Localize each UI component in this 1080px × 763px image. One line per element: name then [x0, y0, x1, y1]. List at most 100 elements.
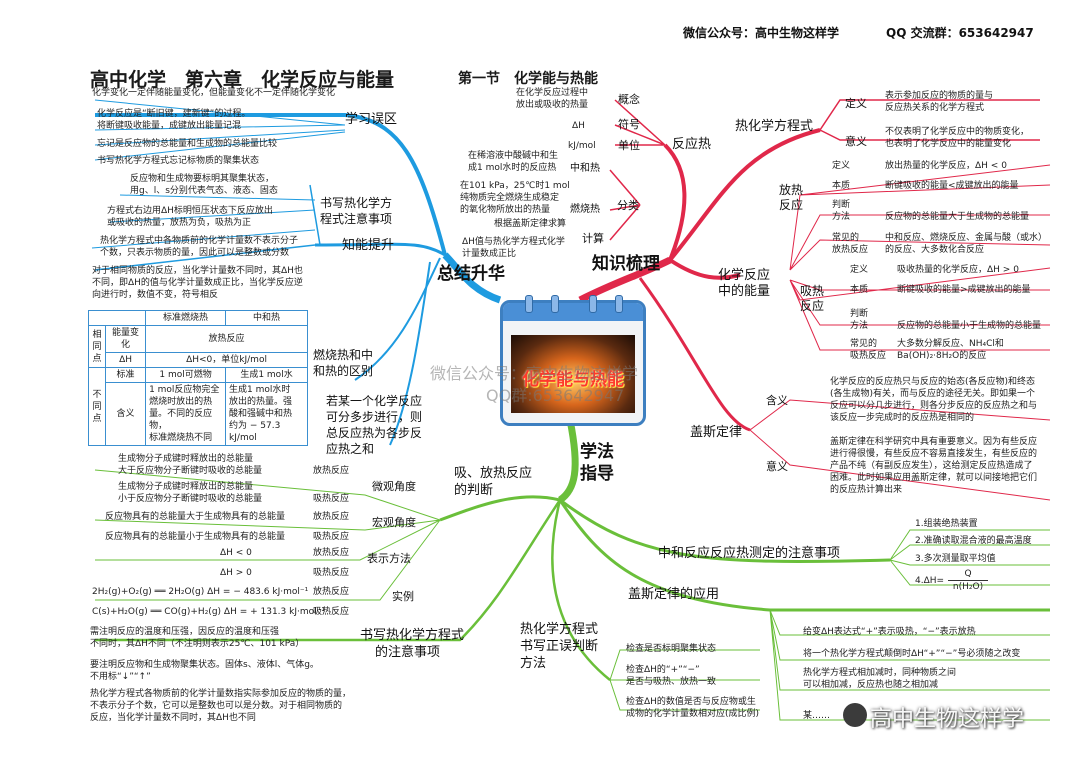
example-b-tag: 吸热反应 [313, 607, 350, 617]
symbol-text: ΔH [572, 121, 585, 131]
write-note: 不同时，其ΔH不同（不注明则表示25℃、101 kPa） [90, 639, 305, 649]
endo-def-label: 定义 [850, 265, 869, 275]
energy-label-2: 中的能量 [718, 284, 771, 299]
write-item: 向进行时，数值不变，符号相反 [92, 290, 219, 300]
binder-ring [551, 295, 559, 313]
correct-item: 检查ΔH的数值是否与反应物或生 [626, 697, 756, 707]
binder-ring [525, 295, 533, 313]
table-cell: 生成1 mol水 [225, 367, 308, 383]
measure-item: 3.多次测量取平均值 [915, 554, 996, 564]
cell-line: 酸和强碱中和热 [229, 409, 293, 419]
branch-knowledge: 知识梳理 [592, 254, 660, 274]
fire-image: 化学能与热能 [511, 335, 635, 413]
calc-label: 计算 [582, 232, 604, 245]
hess-significance-text: 的反应热计算出来 [830, 485, 903, 495]
write-item: 热化学方程式中各物质前的化学计量数不表示分子 [100, 236, 299, 246]
neutral-heat-text: 成1 mol水时的反应热 [468, 163, 557, 173]
thermo-meaning-text: 也表明了化学反应中的能量变化 [885, 139, 1012, 149]
binder-ring [615, 295, 623, 313]
hess-app-item: 热化学方程式相加减时，同种物质之间 [803, 668, 957, 678]
mistake-item: 忘记是反应物的总能量和生成物的总能量比较 [97, 139, 278, 149]
calc-text: 根据盖斯定律求算 [494, 219, 567, 229]
exo-def-text: 放出热量的化学反应，ΔH < 0 [885, 161, 1007, 171]
hess-summary-3: 总反应热为各步反 [326, 426, 423, 440]
measure-formula-prefix: 4.ΔH= [915, 576, 945, 586]
write-item: 个数，只表示物质的量，因此可以是整数或分数 [100, 248, 290, 258]
binder-ring [589, 295, 597, 313]
hess-meaning-text: 该反应一步完成时的反应热是相同的 [830, 413, 975, 423]
calc-text: 计量数成正比 [462, 249, 517, 259]
correct-label-2: 书写正误判断 [520, 639, 599, 654]
mistakes-label: 学习误区 [345, 112, 398, 127]
concept-text: 在化学反应过程中 [516, 88, 589, 98]
concept-label: 概念 [618, 93, 640, 106]
mistake-item: 化学反应是“断旧键，建新键”的过程。 [97, 109, 251, 119]
micro-a-text: 大于反应物分子断键时吸收的总能量 [118, 466, 263, 476]
micro-b-text: 小于反应物分子断键时吸收的总能量 [118, 494, 263, 504]
hess-meaning-label: 含义 [766, 394, 788, 407]
calc-text: ΔH值与热化学方程式化学 [462, 237, 565, 247]
micro-label: 微观角度 [372, 480, 416, 493]
endo-common-text: Ba(OH)₂·8H₂O的反应 [897, 351, 987, 361]
thermo-meaning-label: 意义 [845, 135, 867, 148]
thermo-def-label: 定义 [845, 97, 867, 110]
cell-line: 燃烧时放出的热 [149, 397, 213, 407]
macro-a-tag: 放热反应 [313, 512, 350, 522]
symbol-label: 符号 [618, 118, 640, 131]
macro-b-tag: 吸热反应 [313, 532, 350, 542]
hess-app-label: 盖斯定律的应用 [628, 587, 720, 602]
endo-nature-text: 断键吸收的能量>成键放出的能量 [897, 285, 1031, 295]
table-header: 中和热 [225, 310, 308, 326]
combustion-heat-text: 的氧化物所放出的热量 [460, 205, 551, 215]
write-note: 不表示分子个数，它可以是整数也可以是分数。对于相同物质的 [90, 701, 343, 711]
neutral-measure-label: 中和反应反应热测定的注意事项 [658, 546, 841, 561]
express-label: 表示方法 [367, 552, 411, 565]
unit-label: 单位 [618, 139, 640, 152]
table-cell: 1 mol可燃物 [145, 367, 227, 383]
endo-common-label: 常见的 [850, 339, 878, 349]
hess-summary-1: 若某一个化学反应 [326, 394, 423, 408]
page-title: 高中化学 第六章 化学反应与能量 [90, 69, 395, 91]
exo-common-text: 的反应、大多数化合反应 [885, 245, 985, 255]
write-notes-label-1: 书写热化学方程式 [360, 628, 465, 643]
hess-significance-text: 产品不纯（有副反应发生），这给测定反应热造成了 [830, 461, 1033, 471]
micro-a-tag: 放热反应 [313, 466, 350, 476]
write-item: 不同，即ΔH的值与化学计量数成正比，当化学反应逆 [92, 278, 303, 288]
endo-judge-text: 反应物的总能量小于生成物的总能量 [897, 321, 1042, 331]
hess-meaning-text: 化学反应的反应热只与反应的始态(各反应物)和终态 [830, 377, 1036, 387]
table-group-label: 不同点 [88, 367, 106, 446]
endo-nature-label: 本质 [850, 285, 869, 295]
hess-app-item: 将一个热化学方程式颠倒时ΔH“+”“−”号必须随之改变 [803, 649, 1021, 659]
exothermic-label-2: 反应 [779, 198, 804, 212]
endo-common-text: 大多数分解反应、NH₄Cl和 [897, 339, 1004, 349]
table-row-label: 能量变化 [104, 325, 147, 353]
hess-app-item: 某…… [803, 711, 831, 721]
table-row-label: 含义 [104, 382, 147, 446]
micro-a-text: 生成物分子成键时释放出的总能量 [118, 454, 254, 464]
table-row-label: ΔH [104, 352, 147, 368]
cell-line: 生成1 mol水时 [229, 385, 291, 395]
concept-text: 放出或吸收的热量 [516, 100, 589, 110]
thermo-def-text: 反应热关系的化学方程式 [885, 103, 985, 113]
hess-meaning-text: (各生成物)有关，而与反应的途径无关。即如果一个 [830, 389, 1036, 399]
table-cell: 1 mol反应物完全 燃烧时放出的热 量。不同的反应物， 标准燃烧热不同 [145, 382, 227, 446]
correct-label-3: 方法 [520, 656, 547, 671]
exo-def-label: 定义 [832, 161, 851, 171]
write-notes-label-2: 程式注意事项 [320, 212, 393, 226]
wechat-account: 微信公众号：高中生物这样学 [683, 26, 840, 40]
write-item: 对于相同物质的反应，当化学计量数不同时，其ΔH也 [92, 266, 303, 276]
measure-item: 2.准确读取混合液的最高温度 [915, 536, 1032, 546]
write-notes-label-2: 的注意事项 [375, 645, 441, 660]
measure-formula-numerator: Q [948, 568, 988, 581]
branch-method: 学法指导 [580, 442, 614, 484]
exo-common-label: 常见的 [832, 233, 860, 243]
heat-comparison-table: 标准燃烧热 中和热 相同点 能量变化 放热反应 ΔH ΔH<0，单位kJ/mol… [87, 310, 308, 446]
judge-label-2: 的判断 [454, 483, 494, 498]
hess-summary-2: 可分多步进行，则 [326, 410, 423, 424]
table-group-label: 相同点 [88, 325, 106, 368]
table-cell: ΔH<0，单位kJ/mol [145, 352, 308, 368]
endo-judge-label: 判断 [850, 309, 869, 319]
thermo-eq-label: 热化学方程式 [735, 119, 814, 134]
example-a-tag: 放热反应 [313, 587, 350, 597]
